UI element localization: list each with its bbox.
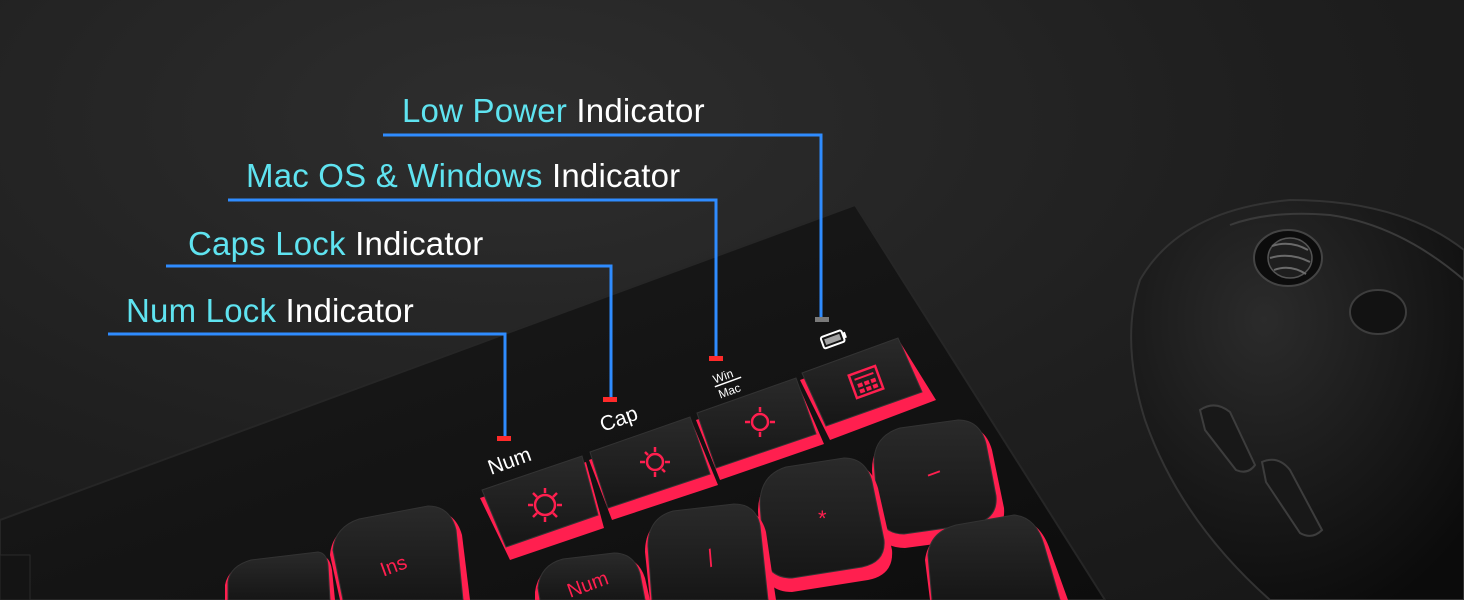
num-plain: Indicator [285,292,414,329]
key-num-lock[interactable]: Num [535,552,650,600]
mouse-left-button-edge [1229,212,1464,281]
low-power-accent: Low Power [402,92,568,129]
key-brightness-3[interactable] [696,377,824,480]
caps-lock-indicator-label: Caps Lock Indicator [188,225,483,263]
os-callout-line [228,198,718,356]
dpi-button[interactable] [1349,289,1407,335]
brightness-down-icon [745,407,775,437]
battery-icon [819,329,847,350]
side-button-back[interactable] [1260,458,1324,537]
low-power-led [815,317,829,322]
mouse [1130,198,1464,600]
sun-icon [528,488,562,522]
low-power-indicator-label: Low Power Indicator [402,92,705,130]
callout-lines [108,133,823,436]
os-indicator-label: Mac OS & Windows Indicator [246,157,680,195]
key-brightness-1[interactable] [480,455,604,560]
os-plain: Indicator [551,157,681,194]
key-insert[interactable]: Ins [330,505,470,600]
key-slash[interactable]: / [645,503,776,600]
key-minus[interactable]: − [872,419,1005,548]
function-keys [480,337,936,560]
key-partial-left[interactable] [225,551,335,600]
calculator-icon [847,364,885,400]
key-calculator[interactable] [800,337,936,440]
key-asterisk[interactable]: * [758,457,893,592]
key-left-edge[interactable] [0,554,31,600]
caps-callout-line [166,264,613,397]
os-led [709,356,723,361]
num-lock-led [497,436,511,441]
key-brightness-2[interactable] [589,416,718,520]
caps-accent: Caps Lock [188,225,346,262]
asterisk-legend: * [818,506,827,531]
gear-icon [640,447,670,477]
low-power-plain: Indicator [576,92,705,129]
caps-lock-led [603,397,617,402]
low-power-callout-line [383,133,823,317]
num-lock-indicator-label: Num Lock Indicator [126,292,414,330]
key-plus[interactable] [925,514,1068,600]
os-accent: Mac OS & Windows [246,157,543,194]
main-keys: − * / Num Ins [0,419,1068,600]
scroll-wheel[interactable] [1253,229,1323,287]
side-button-forward[interactable] [1198,404,1257,473]
caps-plain: Indicator [355,225,484,262]
num-accent: Num Lock [126,292,277,329]
num-callout-line [108,332,507,436]
